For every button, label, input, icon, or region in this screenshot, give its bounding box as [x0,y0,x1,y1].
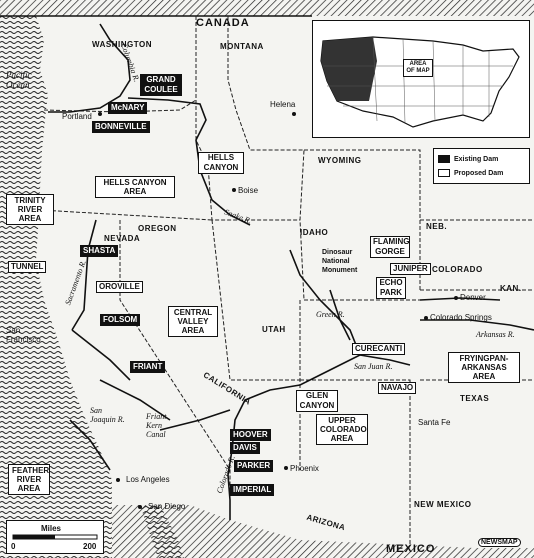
country-label-mexico: MEXICO [386,543,436,555]
snake-river-line [127,97,251,226]
dam-navajo: NAVAJO [378,382,417,394]
inset-locator-map: AREA OF MAP [312,20,530,138]
dam-curecanti: CURECANTI [352,343,406,355]
state-label-oregon: OREGON [138,224,177,233]
state-label-idaho: IDAHO [300,228,329,237]
canal-label-friant-kern: Friant Kern Canal [146,412,167,439]
dam-grand-coulee: GRAND COULEE [140,74,182,96]
inset-area-label: AREA OF MAP [403,59,433,77]
country-label-canada: CANADA [196,17,250,29]
scale-min: 0 [11,542,16,551]
dam-glen-canyon: GLEN CANYON [296,390,338,412]
city-dot-colorado-springs [424,316,428,320]
scale-bar: Miles 0 200 [6,520,104,554]
state-label-texas: TEXAS [460,394,490,403]
sacramento-river-line [71,219,97,331]
dam-echo-park: ECHO PARK [376,277,406,299]
dam-shasta: SHASTA [80,245,119,257]
city-label-san-francisco: San Francisco [6,326,41,344]
scale-bar-graphic [12,534,98,540]
aqueduct-line [159,409,231,431]
newsmap-credit: NEWSMAP [478,538,521,547]
river-label-arkansas: Arkansas R. [476,330,515,339]
feather-link-line [69,419,111,471]
columbia-river-line [48,23,131,113]
state-label-montana: MONTANA [220,42,264,51]
state-label-kansas: KAN. [500,284,522,293]
city-dot-denver [454,296,458,300]
dam-parker: PARKER [234,460,274,472]
dam-imperial: IMPERIAL [230,484,275,496]
legend-existing-swatch [438,155,450,163]
river-label-green: Green R. [316,310,345,319]
gulf-of-california [140,505,184,558]
dam-bonneville: BONNEVILLE [92,121,150,133]
area-upper-colorado: UPPER COLORADO AREA [316,414,368,445]
area-fryingpan-arkansas: FRYINGPAN-ARKANSAS AREA [448,352,520,383]
city-label-helena: Helena [270,100,296,109]
san-juan-river-line [359,354,411,366]
city-dot-boise [232,188,236,192]
dam-friant: FRIANT [130,361,166,373]
arkansas-river-line [420,319,534,331]
mexico-region [112,505,534,558]
legend: Existing Dam Proposed Dam [433,148,530,184]
scale-max: 200 [83,542,97,551]
city-dot-san-diego [138,505,142,509]
city-label-phoenix: Phoenix [290,464,319,473]
inset-us-outline [320,36,520,128]
area-central-valley: CENTRAL VALLEY AREA [168,306,218,337]
area-hells-canyon: HELLS CANYON AREA [95,176,175,198]
city-label-los-angeles: Los Angeles [126,475,170,484]
rivers [48,23,534,520]
river-label-san-joaquin: San Joaquin R. [90,406,125,424]
state-label-new-mexico: NEW MEXICO [414,500,472,509]
legend-proposed-label: Proposed Dam [454,169,504,177]
state-label-nevada: NEVADA [104,234,141,243]
pacific-ocean [0,16,112,558]
san-joaquin-river-line [71,329,131,381]
city-dot-portland [98,112,102,116]
state-label-utah: UTAH [262,325,286,334]
city-label-colorado-springs: Colorado Springs [430,313,492,322]
river-label-san-juan: San Juan R. [354,362,393,371]
friant-canal-line [99,379,171,421]
city-label-portland: Portland [62,112,92,121]
city-label-boise: Boise [238,186,259,195]
dam-folsom: FOLSOM [100,314,141,326]
legend-row-existing: Existing Dam [438,155,498,164]
dinosaur-monument-label: Dinosaur National Monument [322,249,358,274]
dam-mcnary: McNARY [108,102,148,114]
dam-hoover: HOOVER [230,429,271,441]
state-label-washington: WASHINGTON [92,40,152,49]
area-trinity-river: TRINITY RIVER AREA [6,194,54,225]
city-dot-helena [292,112,296,116]
state-label-colorado: COLORADO [432,265,483,274]
scale-title: Miles [41,524,62,533]
canada-region [0,0,534,16]
dam-oroville: OROVILLE [96,281,143,293]
legend-existing-label: Existing Dam [454,155,499,163]
city-label-san-diego: San Diego [148,502,186,511]
dam-tunnel: TUNNEL [8,261,47,273]
dam-davis: DAVIS [230,442,260,454]
pacific-ocean-label: Pacific Ocean [6,70,32,90]
dam-flaming-gorge: FLAMING GORGE [370,236,410,258]
green-river-line [329,289,351,341]
legend-proposed-swatch [438,169,450,177]
legend-row-proposed: Proposed Dam [438,169,503,178]
state-label-wyoming: WYOMING [318,156,362,165]
dam-hells-canyon: HELLS CANYON [198,152,244,174]
city-dot-phoenix [284,466,288,470]
dam-juniper: JUNIPER [390,263,431,275]
city-dot-los-angeles [116,478,120,482]
city-label-denver: Denver [460,293,486,302]
east-slope-river-line [419,297,501,301]
city-label-santa-fe: Santa Fe [418,418,451,427]
state-label-nebraska: NEB. [426,222,448,231]
area-feather-river: FEATHER RIVER AREA [8,464,50,495]
colorado-river-line [227,249,362,520]
